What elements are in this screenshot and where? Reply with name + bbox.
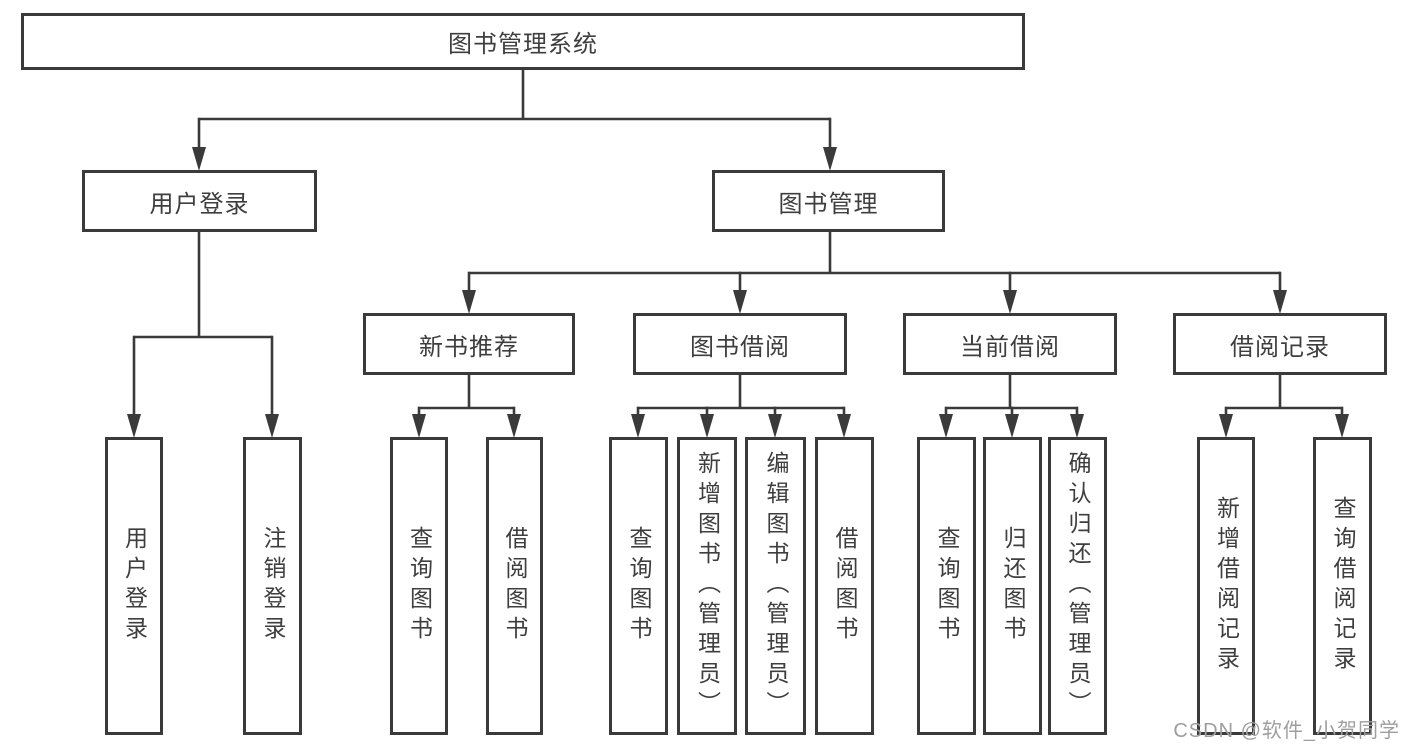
node-current-borrowing: 当前借阅 xyxy=(903,313,1117,375)
node-label: 图书借阅 xyxy=(690,333,790,361)
leaf-query-books-recommend: 查询图书 xyxy=(390,437,448,735)
node-label: 用户登录 xyxy=(121,526,148,646)
leaf-return-books: 归还图书 xyxy=(983,437,1042,735)
node-user-login: 用户登录 xyxy=(82,170,317,232)
leaf-query-borrow-record: 查询借阅记录 xyxy=(1313,437,1372,735)
node-new-book-recommendation: 新书推荐 xyxy=(363,313,575,375)
node-label: 借阅记录 xyxy=(1230,333,1330,361)
csdn-watermark: CSDN @软件_小贺同学 xyxy=(1173,720,1400,742)
node-book-borrowing: 图书借阅 xyxy=(633,313,847,375)
node-book-management: 图书管理 xyxy=(712,170,945,232)
node-label: 图书管理系统 xyxy=(448,31,598,58)
node-label: 查询图书 xyxy=(934,526,960,646)
node-label: 确认归还（管理员） xyxy=(1065,451,1091,721)
node-label: 借阅图书 xyxy=(832,526,858,646)
leaf-confirm-return-admin: 确认归还（管理员） xyxy=(1048,437,1107,735)
leaf-user-login: 用户登录 xyxy=(105,437,163,735)
node-label: 编辑图书（管理员） xyxy=(763,451,789,721)
node-label: 新书推荐 xyxy=(419,333,519,361)
node-label: 新增图书（管理员） xyxy=(694,451,721,721)
node-borrowing-records: 借阅记录 xyxy=(1173,313,1387,375)
node-label: 用户登录 xyxy=(149,190,250,218)
node-label: 借阅图书 xyxy=(502,526,528,646)
leaf-edit-books-admin: 编辑图书（管理员） xyxy=(745,437,806,735)
leaf-query-books-borrowing: 查询图书 xyxy=(609,437,668,735)
leaf-add-borrow-record: 新增借阅记录 xyxy=(1197,437,1255,735)
leaf-borrow-books-recommend: 借阅图书 xyxy=(486,437,543,735)
node-label: 查询借阅记录 xyxy=(1330,496,1356,676)
node-label: 归还图书 xyxy=(1000,526,1026,646)
leaf-logout: 注销登录 xyxy=(243,437,302,735)
node-label: 新增借阅记录 xyxy=(1213,496,1240,676)
node-label: 图书管理 xyxy=(778,190,879,218)
node-library-management-system: 图书管理系统 xyxy=(21,13,1025,70)
leaf-add-books-admin: 新增图书（管理员） xyxy=(677,437,737,735)
node-label: 查询图书 xyxy=(626,526,652,646)
leaf-borrow-books: 借阅图书 xyxy=(815,437,874,735)
node-label: 注销登录 xyxy=(260,526,286,646)
node-label: 当前借阅 xyxy=(960,333,1060,361)
node-label: 查询图书 xyxy=(406,526,433,646)
leaf-query-books-current: 查询图书 xyxy=(917,437,976,735)
